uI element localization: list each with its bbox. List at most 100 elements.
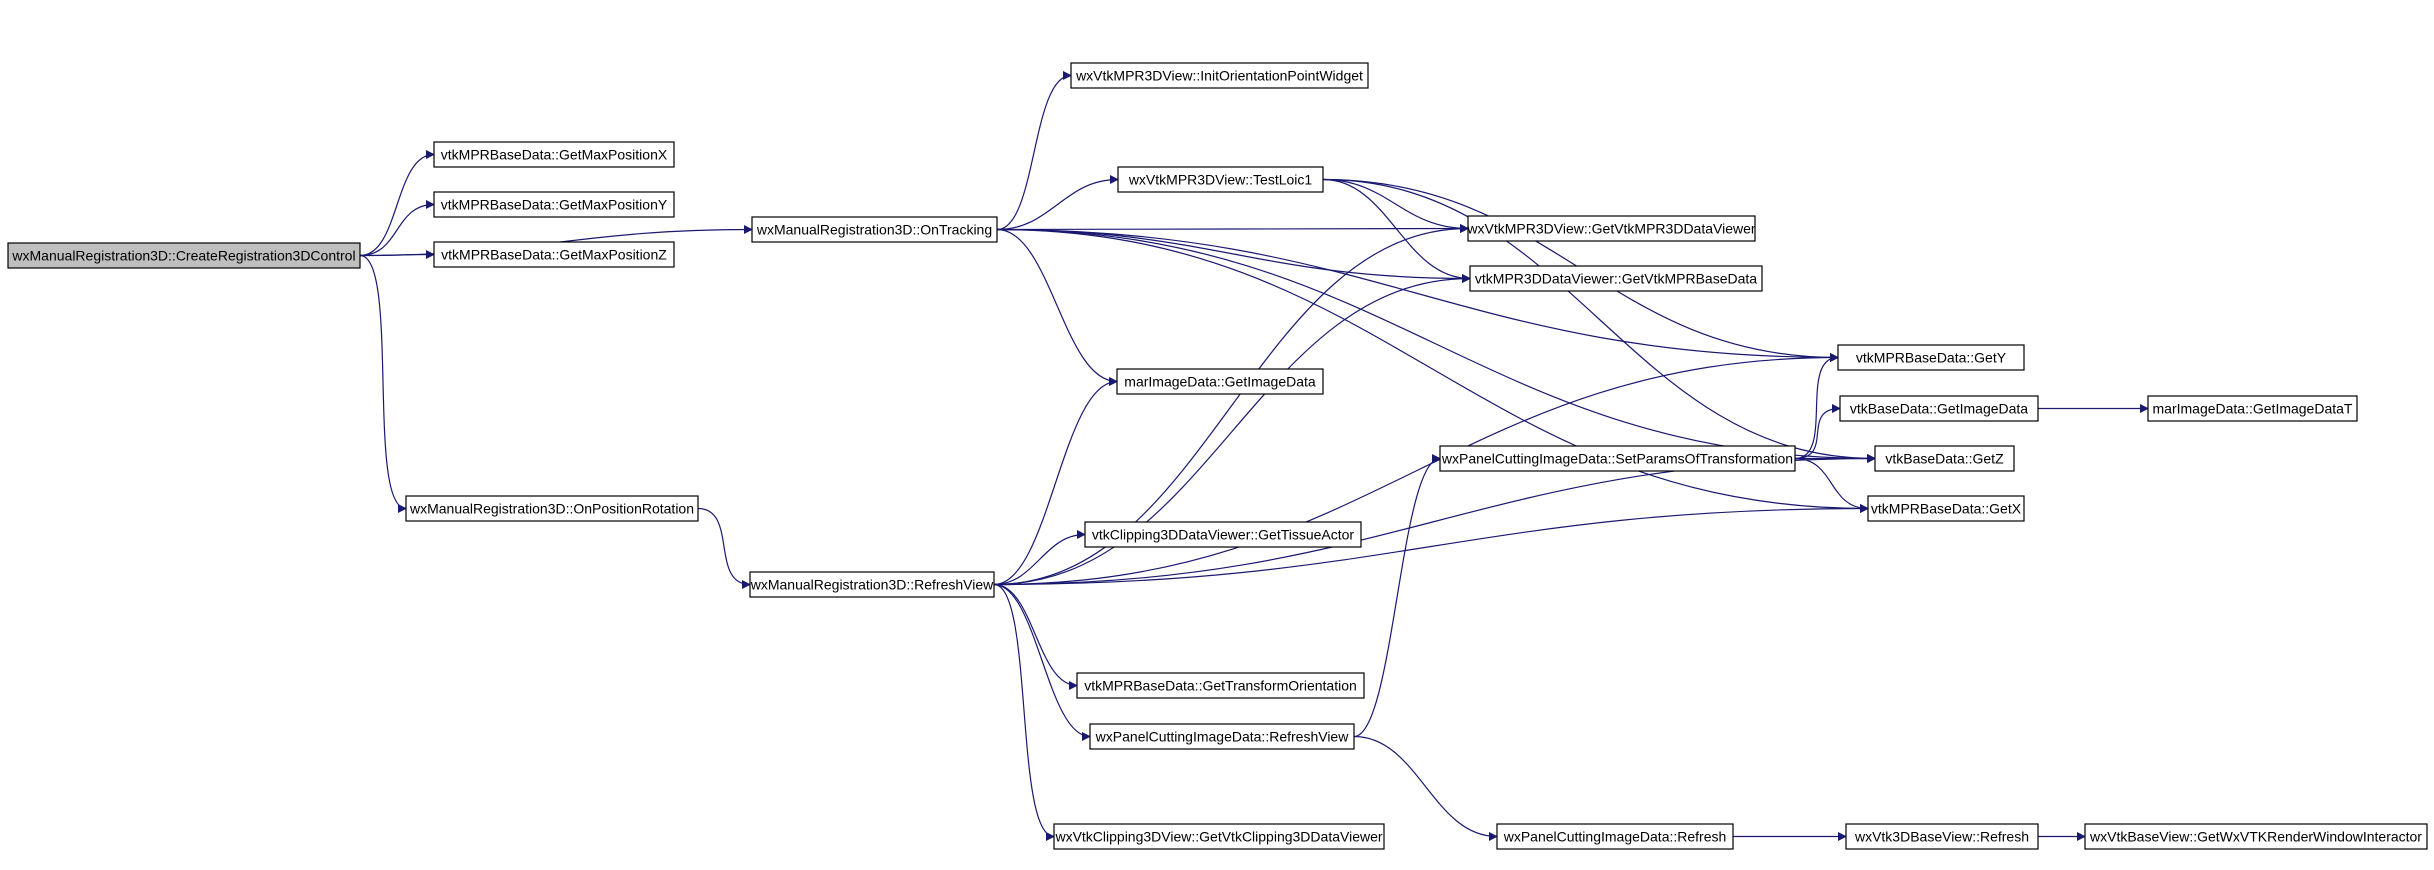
edge-onTracking-to-getY (996, 228, 1839, 362)
node-box (1070, 62, 1369, 89)
node-label: wxManualRegistration3D::OnTracking (756, 222, 992, 238)
node-box (433, 141, 675, 168)
node-root[interactable]: wxManualRegistration3D::CreateRegistrati… (7, 242, 361, 269)
node-box (751, 216, 998, 243)
node-marGetImage[interactable]: marImageData::GetImageData (1116, 368, 1324, 395)
edge-setParams-to-baseGetImage (1794, 404, 1841, 460)
node-testLoic[interactable]: wxVtkMPR3DView::TestLoic1 (1117, 166, 1324, 193)
edge-refreshView-to-marGetImage (993, 377, 1118, 586)
edges-layer (359, 71, 2149, 841)
node-label: vtkMPRBaseData::GetY (1856, 350, 2007, 366)
node-getClipViewer[interactable]: wxVtkClipping3DView::GetVtkClipping3DDat… (1053, 823, 1385, 850)
node-label: vtkMPRBaseData::GetMaxPositionY (441, 197, 668, 213)
edge-refreshView-to-getX (993, 504, 1869, 586)
edge-refreshView-to-getY (993, 353, 1839, 586)
node-baseGetImage[interactable]: vtkBaseData::GetImageData (1839, 395, 2039, 422)
edge-testLoic-to-getZ (1322, 178, 1876, 463)
node-box (1053, 823, 1385, 850)
edge-onTracking-to-marGetImage (996, 228, 1118, 386)
node-label: vtkMPRBaseData::GetMaxPositionX (441, 147, 668, 163)
edge-setParams-to-getX (1794, 457, 1869, 513)
edge-refreshView-to-panelRefreshView (993, 583, 1091, 741)
node-getViewer[interactable]: wxVtkMPR3DView::GetVtkMPR3DDataViewer (1466, 215, 1756, 242)
node-label: vtkMPRBaseData::GetTransformOrientation (1084, 678, 1357, 694)
node-box (1116, 368, 1324, 395)
node-label: vtkClipping3DDataViewer::GetTissueActor (1092, 527, 1355, 543)
edge-onTracking-to-getBaseData (996, 228, 1471, 283)
edge-refreshView-to-getViewer (993, 224, 1469, 586)
edge-refreshView-to-getBaseData (993, 274, 1471, 586)
node-box (433, 241, 675, 268)
node-label: wxVtkClipping3DView::GetVtkClipping3DDat… (1054, 829, 1382, 845)
edge-onPosRot-to-refreshView (697, 507, 751, 589)
edge-root-to-maxY (359, 200, 435, 257)
node-box (7, 242, 361, 269)
node-maxX[interactable]: vtkMPRBaseData::GetMaxPositionX (433, 141, 675, 168)
node-label: wxVtk3DBaseView::Refresh (1854, 829, 2029, 845)
node-getTransform[interactable]: vtkMPRBaseData::GetTransformOrientation (1076, 672, 1365, 699)
node-box (1467, 215, 1756, 242)
node-getBaseData[interactable]: vtkMPR3DDataViewer::GetVtkMPRBaseData (1469, 265, 1763, 292)
node-box (2147, 395, 2358, 422)
edge-onTracking-to-getZ (996, 228, 1876, 463)
node-box (433, 191, 675, 218)
edge-root-to-maxX (359, 150, 435, 257)
node-label: vtkMPRBaseData::GetMaxPositionZ (441, 247, 667, 263)
node-label: wxManualRegistration3D::OnPositionRotati… (409, 501, 694, 517)
node-getY[interactable]: vtkMPRBaseData::GetY (1837, 344, 2025, 371)
edge-onTracking-to-testLoic (996, 175, 1119, 231)
node-label: marImageData::GetImageDataT (2153, 401, 2353, 417)
node-label: wxManualRegistration3D::CreateRegistrati… (11, 248, 355, 264)
edge-panelRefreshView-to-setParams (1353, 454, 1441, 738)
nodes-layer: wxManualRegistration3D::CreateRegistrati… (7, 62, 2428, 850)
node-label: wxVtkMPR3DView::TestLoic1 (1128, 172, 1313, 188)
node-marGetImageT[interactable]: marImageData::GetImageDataT (2147, 395, 2358, 422)
node-baseViewRefresh[interactable]: wxVtk3DBaseView::Refresh (1845, 823, 2039, 850)
node-box (749, 571, 995, 598)
node-label: vtkBaseData::GetZ (1885, 451, 2004, 467)
node-onTracking[interactable]: wxManualRegistration3D::OnTracking (751, 216, 998, 243)
node-getInteractor[interactable]: wxVtkBaseView::GetWxVTKRenderWindowInter… (2084, 823, 2428, 850)
edge-setParams-to-getY (1794, 353, 1839, 460)
edge-root-to-onPosRot (359, 254, 407, 513)
node-box (1837, 344, 2025, 371)
edge-refreshView-to-getTransform (993, 583, 1078, 690)
node-refreshView[interactable]: wxManualRegistration3D::RefreshView (749, 571, 995, 598)
node-onPosRot[interactable]: wxManualRegistration3D::OnPositionRotati… (405, 495, 699, 522)
node-label: wxPanelCuttingImageData::SetParamsOfTran… (1441, 451, 1793, 467)
node-label: vtkMPRBaseData::GetX (1871, 501, 2022, 517)
node-label: marImageData::GetImageData (1124, 374, 1316, 390)
node-box (1867, 495, 2025, 522)
edge-panelRefreshView-to-panelRefresh (1353, 735, 1498, 841)
edge-refreshView-to-getClipViewer (993, 583, 1055, 841)
node-box (1439, 445, 1796, 472)
node-getX[interactable]: vtkMPRBaseData::GetX (1867, 495, 2025, 522)
edge-onTracking-to-initOrient (996, 71, 1072, 231)
node-initOrient[interactable]: wxVtkMPR3DView::InitOrientationPointWidg… (1070, 62, 1369, 89)
node-setParams[interactable]: wxPanelCuttingImageData::SetParamsOfTran… (1439, 445, 1796, 472)
node-maxZ[interactable]: vtkMPRBaseData::GetMaxPositionZ (433, 241, 675, 268)
node-box (1469, 265, 1763, 292)
node-panelRefreshView[interactable]: wxPanelCuttingImageData::RefreshView (1089, 723, 1355, 750)
node-label: wxPanelCuttingImageData::RefreshView (1095, 729, 1350, 745)
node-label: vtkBaseData::GetImageData (1850, 401, 2028, 417)
node-getTissue[interactable]: vtkClipping3DDataViewer::GetTissueActor (1084, 521, 1362, 548)
edge-testLoic-to-getBaseData (1322, 178, 1471, 283)
edge-onTracking-to-getViewer (996, 224, 1469, 234)
node-box (1496, 823, 1734, 850)
edge-testLoic-to-getViewer (1322, 178, 1469, 233)
node-box (1076, 672, 1365, 699)
node-panelRefresh[interactable]: wxPanelCuttingImageData::Refresh (1496, 823, 1734, 850)
node-maxY[interactable]: vtkMPRBaseData::GetMaxPositionY (433, 191, 675, 218)
node-label: wxPanelCuttingImageData::Refresh (1503, 829, 1727, 845)
node-label: wxVtkMPR3DView::GetVtkMPR3DDataViewer (1466, 221, 1755, 237)
node-label: wxManualRegistration3D::RefreshView (750, 577, 994, 593)
edge-refreshView-to-getTissue (993, 530, 1086, 586)
node-getZ[interactable]: vtkBaseData::GetZ (1874, 445, 2015, 472)
node-box (1845, 823, 2039, 850)
node-label: vtkMPR3DDataViewer::GetVtkMPRBaseData (1475, 271, 1757, 287)
node-box (1089, 723, 1355, 750)
node-box (1839, 395, 2039, 422)
node-label: wxVtkMPR3DView::InitOrientationPointWidg… (1075, 68, 1363, 84)
